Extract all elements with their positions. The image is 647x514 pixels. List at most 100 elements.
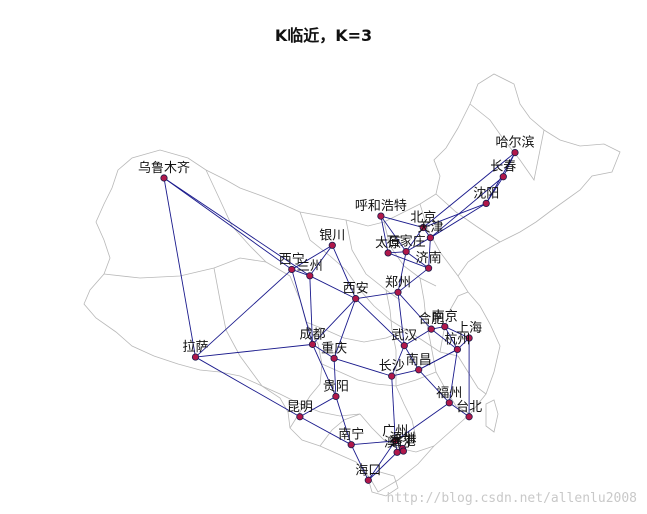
edge-tianjin-shijiazhuang [405,237,431,253]
city-label-yinchuan: 银川 [319,228,345,243]
edge-chengdu-chongqing [312,343,335,359]
city-node-taiyuan [384,249,392,257]
edge-lasa-kunming [195,356,301,418]
city-node-chengdu [308,340,317,348]
city-node-tianjin [426,234,434,242]
city-label-chengdu: 成都 [299,327,325,342]
edge-huhehaote-shijiazhuang [380,215,407,252]
edge-nanchang-hangzhou [418,349,458,371]
city-label-tianjin: 天津 [417,221,443,236]
city-label-shenzhen: 深圳 [389,432,415,447]
city-node-hefei [427,325,435,333]
edge-xining-lasa [195,269,293,358]
city-labels: 哈尔滨长春沈阳乌鲁木齐呼和浩特北京天津太原石家庄济南银川西宁兰州西安郑州合肥南京… [138,135,535,479]
city-label-changchun: 长春 [490,160,516,175]
city-label-guiyang: 贵阳 [323,379,349,394]
china-province-outlines [83,73,621,497]
edge-xian-wuhan [355,298,405,346]
city-node-beijing [419,223,427,232]
edge-fuzhou-guangzhou [395,402,450,442]
edge-yinchuan-xining [291,244,333,270]
edge-wulumuqi-xining [163,177,293,270]
edge-jinan-zhengzhou [397,267,429,293]
edge-lanzhou-xian [309,275,356,300]
city-label-wulumuqi: 乌鲁木齐 [138,160,190,176]
edge-changchun-tianjin [430,176,504,239]
city-node-xining [288,265,296,274]
edge-taiyuan-jinan [387,252,429,269]
city-label-hangzhou: 杭州 [444,332,470,347]
city-label-taiyuan: 太原 [375,236,401,251]
edge-haikou-guangzhou [367,440,396,481]
edge-guiyang-nanning [335,396,352,445]
edge-changsha-guangzhou [391,376,396,441]
city-node-hangzhou [453,345,461,354]
city-label-chongqing: 重庆 [321,340,347,356]
city-node-changsha [388,372,396,380]
city-node-yinchuan [328,241,336,249]
city-node-guangzhou [391,437,399,445]
edge-wuhan-nanchang [403,345,420,371]
edge-changchun-shenyang [485,176,504,204]
city-node-jinan [424,264,433,272]
edge-wulumuqi-lasa [163,177,196,358]
edge-shenyang-beijing [423,202,487,228]
city-label-shenyang: 沈阳 [473,186,499,201]
edge-wuhan-changsha [391,345,405,377]
edge-nanning-guangzhou [351,440,396,446]
city-label-lasa: 拉萨 [182,340,208,355]
city-node-guiyang [332,392,340,401]
edge-guiyang-kunming [299,396,337,418]
city-node-nanjing [441,322,449,331]
watermark: http://blog.csdn.net/allenlu2008 [386,491,637,506]
city-node-wuhan [400,342,408,350]
city-label-taibei: 台北 [456,400,482,415]
city-label-nanjing: 南京 [432,309,458,325]
city-label-hefei: 合肥 [418,312,444,327]
city-node-changchun [499,173,507,181]
edge-hefei-wuhan [404,328,432,347]
city-label-beijing: 北京 [410,211,436,226]
city-label-zhengzhou: 郑州 [385,275,411,290]
city-node-shenyang [482,199,490,207]
edge-nanjing-hangzhou [444,326,458,350]
city-label-xian: 西安 [343,282,369,297]
city-node-haerbin [511,149,519,157]
edge-hangzhou-fuzhou [448,349,458,403]
city-node-wulumuqi [160,174,168,182]
city-node-shijiazhuang [402,248,410,256]
city-node-haikou [364,476,372,484]
city-node-nanning [347,441,355,449]
edge-beijing-shijiazhuang [405,227,424,252]
city-node-fuzhou [445,399,453,407]
edge-chongqing-guiyang [333,358,337,397]
edge-nanjing-shanghai [444,326,470,339]
edge-chengdu-lasa [195,343,313,358]
city-label-wuhan: 武汉 [391,329,417,344]
edge-shijiazhuang-zhengzhou [397,251,407,293]
edge-huhehaote-beijing [380,215,424,228]
edge-haikou-aomen [367,451,398,481]
edge-shijiazhuang-jinan [405,251,429,269]
edge-zhengzhou-hefei [397,291,432,330]
edge-yinchuan-xian [331,245,357,299]
knn-edges [163,152,516,481]
city-label-haerbin: 哈尔滨 [495,135,534,151]
city-node-kunming [296,413,304,421]
edge-yinchuan-lanzhou [309,245,333,277]
edge-shenyang-tianjin [430,203,487,239]
city-node-zhengzhou [394,288,402,296]
city-node-huhehaote [377,212,385,220]
city-label-shijiazhuang: 石家庄 [387,234,426,250]
city-label-nanchang: 南昌 [406,352,432,368]
city-node-chongqing [330,354,338,362]
city-label-changsha: 长沙 [379,359,405,374]
edge-wulumuqi-lanzhou [163,177,311,277]
city-label-fuzhou: 福州 [436,386,462,401]
edge-xian-chengdu [312,298,357,345]
map-title: K临近，K=3 [274,26,373,45]
edge-chongqing-changsha [333,357,392,377]
city-label-shanghai: 上海 [456,321,482,336]
edge-fuzhou-taibei [449,402,470,418]
